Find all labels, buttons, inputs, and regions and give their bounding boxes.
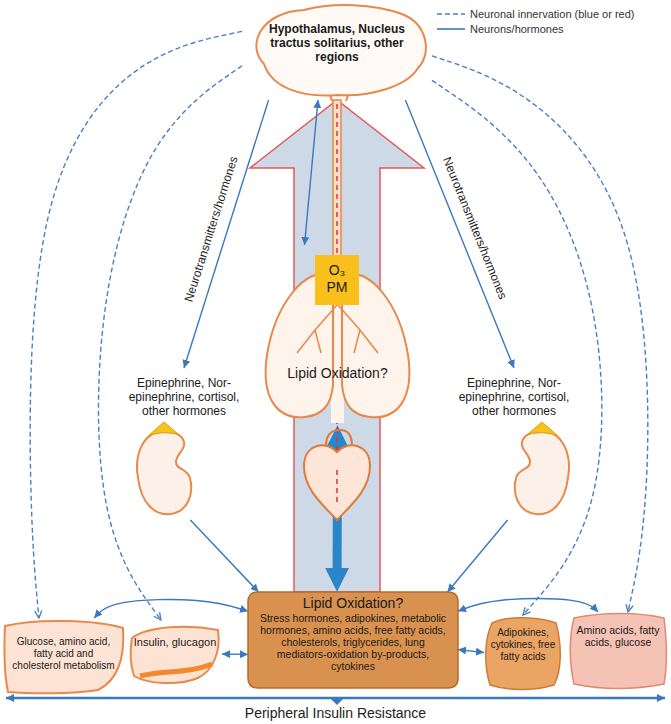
node-text: Lipid Oxidation? <box>261 365 414 382</box>
node-text: Glucose, amino acid, fatty acid and chol… <box>10 636 117 672</box>
hormone-connector <box>458 650 484 653</box>
legend-line-sample <box>436 24 466 34</box>
circulation-band: Lipid Oxidation?Stress hormones, adipoki… <box>248 592 458 688</box>
innervation-connector <box>432 80 602 615</box>
outcome-label: Peripheral Insulin Resistance <box>0 705 671 721</box>
pancreas-organ: Insulin, glucagon <box>128 620 222 688</box>
hormone-connector <box>405 100 514 368</box>
node-body-text: Stress hormones, adipokines, metabolic h… <box>256 612 450 672</box>
node-text: Hypothalamus, Nucleus tractus solitarius… <box>266 22 408 64</box>
innervation-connector <box>30 31 242 618</box>
node-text: Epinephrine, Nor-epinephrine, cortisol, … <box>452 376 576 418</box>
node-text: Lipid Oxidation? <box>256 595 450 612</box>
legend-row: Neurons/hormones <box>436 21 634 36</box>
hormone-connector <box>190 520 258 592</box>
adipose-tissue: Adipokines, cytokines, free fatty acids <box>484 615 562 690</box>
adrenal-kidney: Epinephrine, Nor-epinephrine, cortisol, … <box>450 368 578 520</box>
hormone-connector <box>458 599 598 612</box>
legend-text: Neuronal innervation (blue or red) <box>470 8 634 20</box>
legend-line-sample <box>436 9 466 19</box>
legend-row: Neuronal innervation (blue or red) <box>436 6 634 21</box>
insulin-resistance-arrow <box>6 698 665 705</box>
innervation-connector <box>432 56 648 612</box>
pancreas-organ-outline <box>128 620 222 688</box>
kidney-illustration <box>132 420 198 520</box>
pathway-label: Neurotransmitters/hormones <box>438 152 510 304</box>
muscle-tissue: Amino acids, fatty acids, glucose <box>568 612 668 690</box>
liver-organ: Glucose, amino acid, fatty acid and chol… <box>2 618 125 694</box>
brain-region: Hypothalamus, Nucleus tractus solitarius… <box>242 2 432 100</box>
hormone-connector <box>184 100 269 368</box>
node-text: Insulin, glucagon <box>132 636 218 649</box>
hormone-connector <box>94 600 248 618</box>
kidney-illustration <box>508 420 574 520</box>
adrenal-kidney: Epinephrine, Nor-epinephrine, cortisol, … <box>120 368 248 520</box>
node-text: O₃ PM <box>317 262 357 296</box>
hormone-connector <box>222 653 248 655</box>
hormone-connector <box>448 520 508 592</box>
hormone-connector <box>305 100 319 245</box>
heart-illustration <box>304 430 370 520</box>
node-text: Amino acids, fatty acids, glucose <box>574 624 662 648</box>
innervation-connector <box>98 66 242 620</box>
legend: Neuronal innervation (blue or red) Neuron… <box>436 6 634 36</box>
systemic-flow-arrow <box>250 100 424 592</box>
lungs-organ: Lipid Oxidation? O₃ PM <box>255 245 420 425</box>
muscle-tissue-outline <box>568 612 668 690</box>
pollutant-box: O₃ PM <box>315 255 359 305</box>
connectors <box>30 31 648 654</box>
legend-text: Neurons/hormones <box>470 23 564 35</box>
node-text: Adipokines, cytokines, free fatty acids <box>490 627 556 663</box>
node-text: Epinephrine, Nor-epinephrine, cortisol, … <box>122 376 246 418</box>
